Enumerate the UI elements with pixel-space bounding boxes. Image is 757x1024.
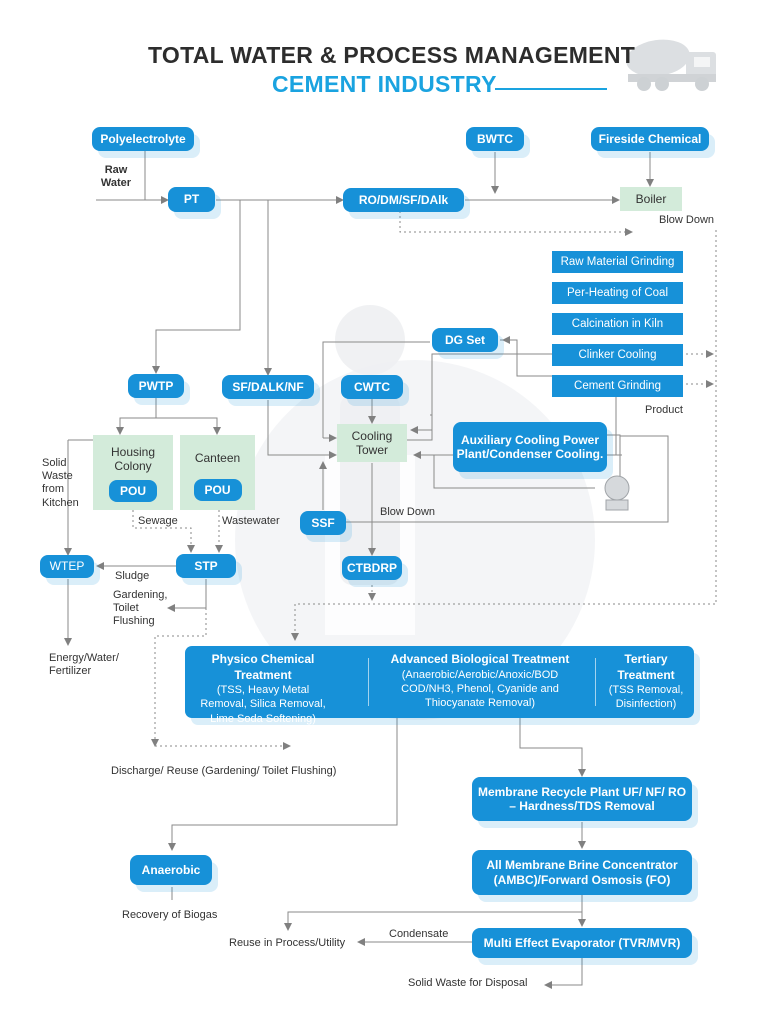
ro-dm-node: RO/DM/SF/DAlk: [343, 188, 464, 212]
pwtp-node: PWTP: [128, 374, 184, 398]
auxiliary-cooling-label: Auxiliary Cooling Power Plant/Condenser …: [456, 432, 604, 461]
raw-water-label: Raw Water: [100, 164, 132, 190]
membrane-recycle-node: Membrane Recycle Plant UF/ NF/ RO – Hard…: [472, 777, 692, 821]
tertiary-detail: (TSS Removal, Disinfection): [608, 684, 684, 711]
process-step-calcination-kiln: Calcination in Kiln: [552, 313, 683, 335]
gardening-label: Gardening, Toilet Flushing: [113, 589, 168, 628]
process-step-per-heating-coal: Per-Heating of Coal: [552, 282, 683, 304]
boiler-node: Boiler: [620, 187, 682, 211]
pou-canteen-node: POU: [193, 479, 242, 502]
bwtc-node: BWTC: [466, 127, 524, 151]
pt-node: PT: [168, 187, 215, 212]
biogas-label: Recovery of Biogas: [122, 909, 218, 921]
product-label: Product: [645, 404, 683, 416]
tertiary-column: Tertiary Treatment (TSS Removal, Disinfe…: [601, 652, 691, 712]
physico-chemical-column: Physico Chemical Treatment (TSS, Heavy M…: [193, 652, 333, 726]
dg-set-node: DG Set: [432, 328, 498, 352]
treatment-divider: [595, 658, 596, 706]
anaerobic-node: Anaerobic: [130, 855, 212, 885]
reuse-label: Reuse in Process/Utility: [229, 937, 346, 949]
boiler-label: Boiler: [635, 191, 667, 206]
fireside-chemical-node: Fireside Chemical: [591, 127, 709, 151]
subtitle: CEMENT INDUSTRY: [272, 71, 497, 97]
biological-column: Advanced Biological Treatment (Anaerobic…: [375, 652, 585, 710]
energy-label: Energy/Water/ Fertilizer: [49, 652, 119, 678]
cement-truck-icon: [626, 39, 716, 91]
ssf-node: SSF: [300, 511, 346, 535]
title-underline: [495, 88, 607, 90]
wastewater-label: Wastewater: [222, 515, 280, 527]
canteen-label: Canteen: [194, 451, 241, 465]
process-step-clinker-cooling: Clinker Cooling: [552, 344, 683, 366]
bio-detail: (Anaerobic/Aerobic/Anoxic/BOD COD/NH3, P…: [401, 668, 559, 710]
treatment-divider: [368, 658, 369, 706]
sludge-label: Sludge: [115, 570, 150, 582]
membrane-recycle-label: Membrane Recycle Plant UF/ NF/ RO – Hard…: [477, 784, 687, 813]
housing-colony-node: Housing Colony POU: [93, 435, 173, 510]
pump-icon: [604, 475, 630, 511]
auxiliary-cooling-node: Auxiliary Cooling Power Plant/Condenser …: [453, 422, 607, 472]
bio-title: Advanced Biological Treatment: [390, 652, 570, 666]
polyelectrolyte-node: Polyelectrolyte: [92, 127, 194, 151]
housing-colony-label: Housing Colony: [110, 445, 156, 474]
sewage-label: Sewage: [138, 515, 178, 527]
discharge-label: Discharge/ Reuse (Gardening/ Toilet Flus…: [111, 765, 337, 777]
mee-node: Multi Effect Evaporator (TVR/MVR): [472, 928, 692, 958]
ambc-label: All Membrane Brine Concentrator (AMBC)/F…: [486, 858, 678, 887]
kitchen-waste-label: Solid Waste from Kitchen: [42, 457, 79, 509]
condensate-label: Condensate: [389, 928, 449, 940]
wastewater-treatment-panel: Physico Chemical Treatment (TSS, Heavy M…: [185, 646, 694, 725]
tertiary-title: Tertiary Treatment: [617, 652, 675, 682]
ambc-node: All Membrane Brine Concentrator (AMBC)/F…: [472, 850, 692, 895]
wtep-node: WTEP: [40, 555, 94, 578]
main-title: TOTAL WATER & PROCESS MANAGEMENT: [148, 42, 636, 68]
cooling-tower-label: Cooling Tower: [351, 428, 393, 457]
cwtc-node: CWTC: [341, 375, 403, 399]
ctbdrp-node: CTBDRP: [342, 556, 402, 580]
physico-detail: (TSS, Heavy Metal Removal, Silica Remova…: [200, 684, 326, 725]
stp-node: STP: [176, 554, 236, 578]
canteen-node: Canteen POU: [180, 435, 255, 510]
ct-blow-down-label: Blow Down: [380, 506, 436, 518]
solid-waste-disposal-label: Solid Waste for Disposal: [408, 977, 528, 989]
sf-dalk-nf-node: SF/DALK/NF: [222, 375, 314, 399]
process-step-cement-grinding: Cement Grinding: [552, 375, 683, 397]
process-step-raw-material-grinding: Raw Material Grinding: [552, 251, 683, 273]
cooling-tower-node: Cooling Tower: [337, 424, 407, 462]
pou-housing-node: POU: [109, 479, 157, 502]
boiler-blow-down-label: Blow Down: [659, 214, 715, 226]
physico-title: Physico Chemical Treatment: [211, 652, 315, 682]
